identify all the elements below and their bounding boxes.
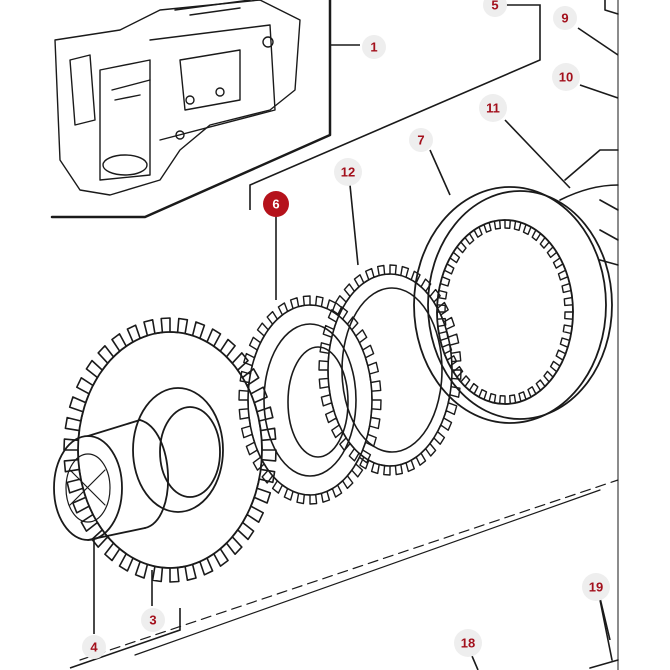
sleeve-part-4 <box>53 419 169 541</box>
small-parts-top-right <box>604 0 619 15</box>
callout-18-text: 18 <box>461 636 475 651</box>
callout-1-text: 1 <box>370 40 377 55</box>
callout-5-text: 5 <box>491 0 498 13</box>
callout-1[interactable]: 1 <box>362 35 386 59</box>
small-parts-bottom-right <box>589 599 619 669</box>
leader-lines <box>69 4 619 670</box>
hub-part-11 <box>559 149 619 266</box>
callout-19[interactable]: 19 <box>582 573 610 601</box>
sleeve7-teeth-outline <box>436 219 574 405</box>
inset-gearbox-housing <box>50 0 332 219</box>
callout-7-text: 7 <box>417 133 424 148</box>
callout-9[interactable]: 9 <box>553 6 577 30</box>
synchro-ring-part-12 <box>318 264 462 476</box>
ring6-teeth-outline <box>238 295 382 505</box>
callout-18[interactable]: 18 <box>454 629 482 657</box>
callout-5[interactable]: 5 <box>483 0 507 17</box>
callout-12-text: 12 <box>341 165 355 180</box>
callout-11-text: 11 <box>486 101 500 116</box>
synchro-ring-part-6 <box>238 295 382 505</box>
callout-11[interactable]: 11 <box>479 94 507 122</box>
callout-3-text: 3 <box>149 613 156 628</box>
shaft-centerline <box>79 479 619 661</box>
callout-19-text: 19 <box>589 580 603 595</box>
callout-3[interactable]: 3 <box>141 608 165 632</box>
sliding-sleeve-part-7 <box>413 186 613 424</box>
callout-10[interactable]: 10 <box>552 63 580 91</box>
callout-6[interactable]: 6 <box>263 191 289 217</box>
callout-10-text: 10 <box>559 70 573 85</box>
callout-9-text: 9 <box>561 11 568 26</box>
ring12-teeth-outline <box>318 264 462 476</box>
callout-7[interactable]: 7 <box>409 128 433 152</box>
callout-4[interactable]: 4 <box>82 635 106 659</box>
callout-4-text: 4 <box>90 640 98 655</box>
gear-part-3 <box>63 317 277 583</box>
callout-6-text: 6 <box>272 197 279 212</box>
gear3-teeth-outline <box>63 317 277 583</box>
callout-12[interactable]: 12 <box>334 158 362 186</box>
